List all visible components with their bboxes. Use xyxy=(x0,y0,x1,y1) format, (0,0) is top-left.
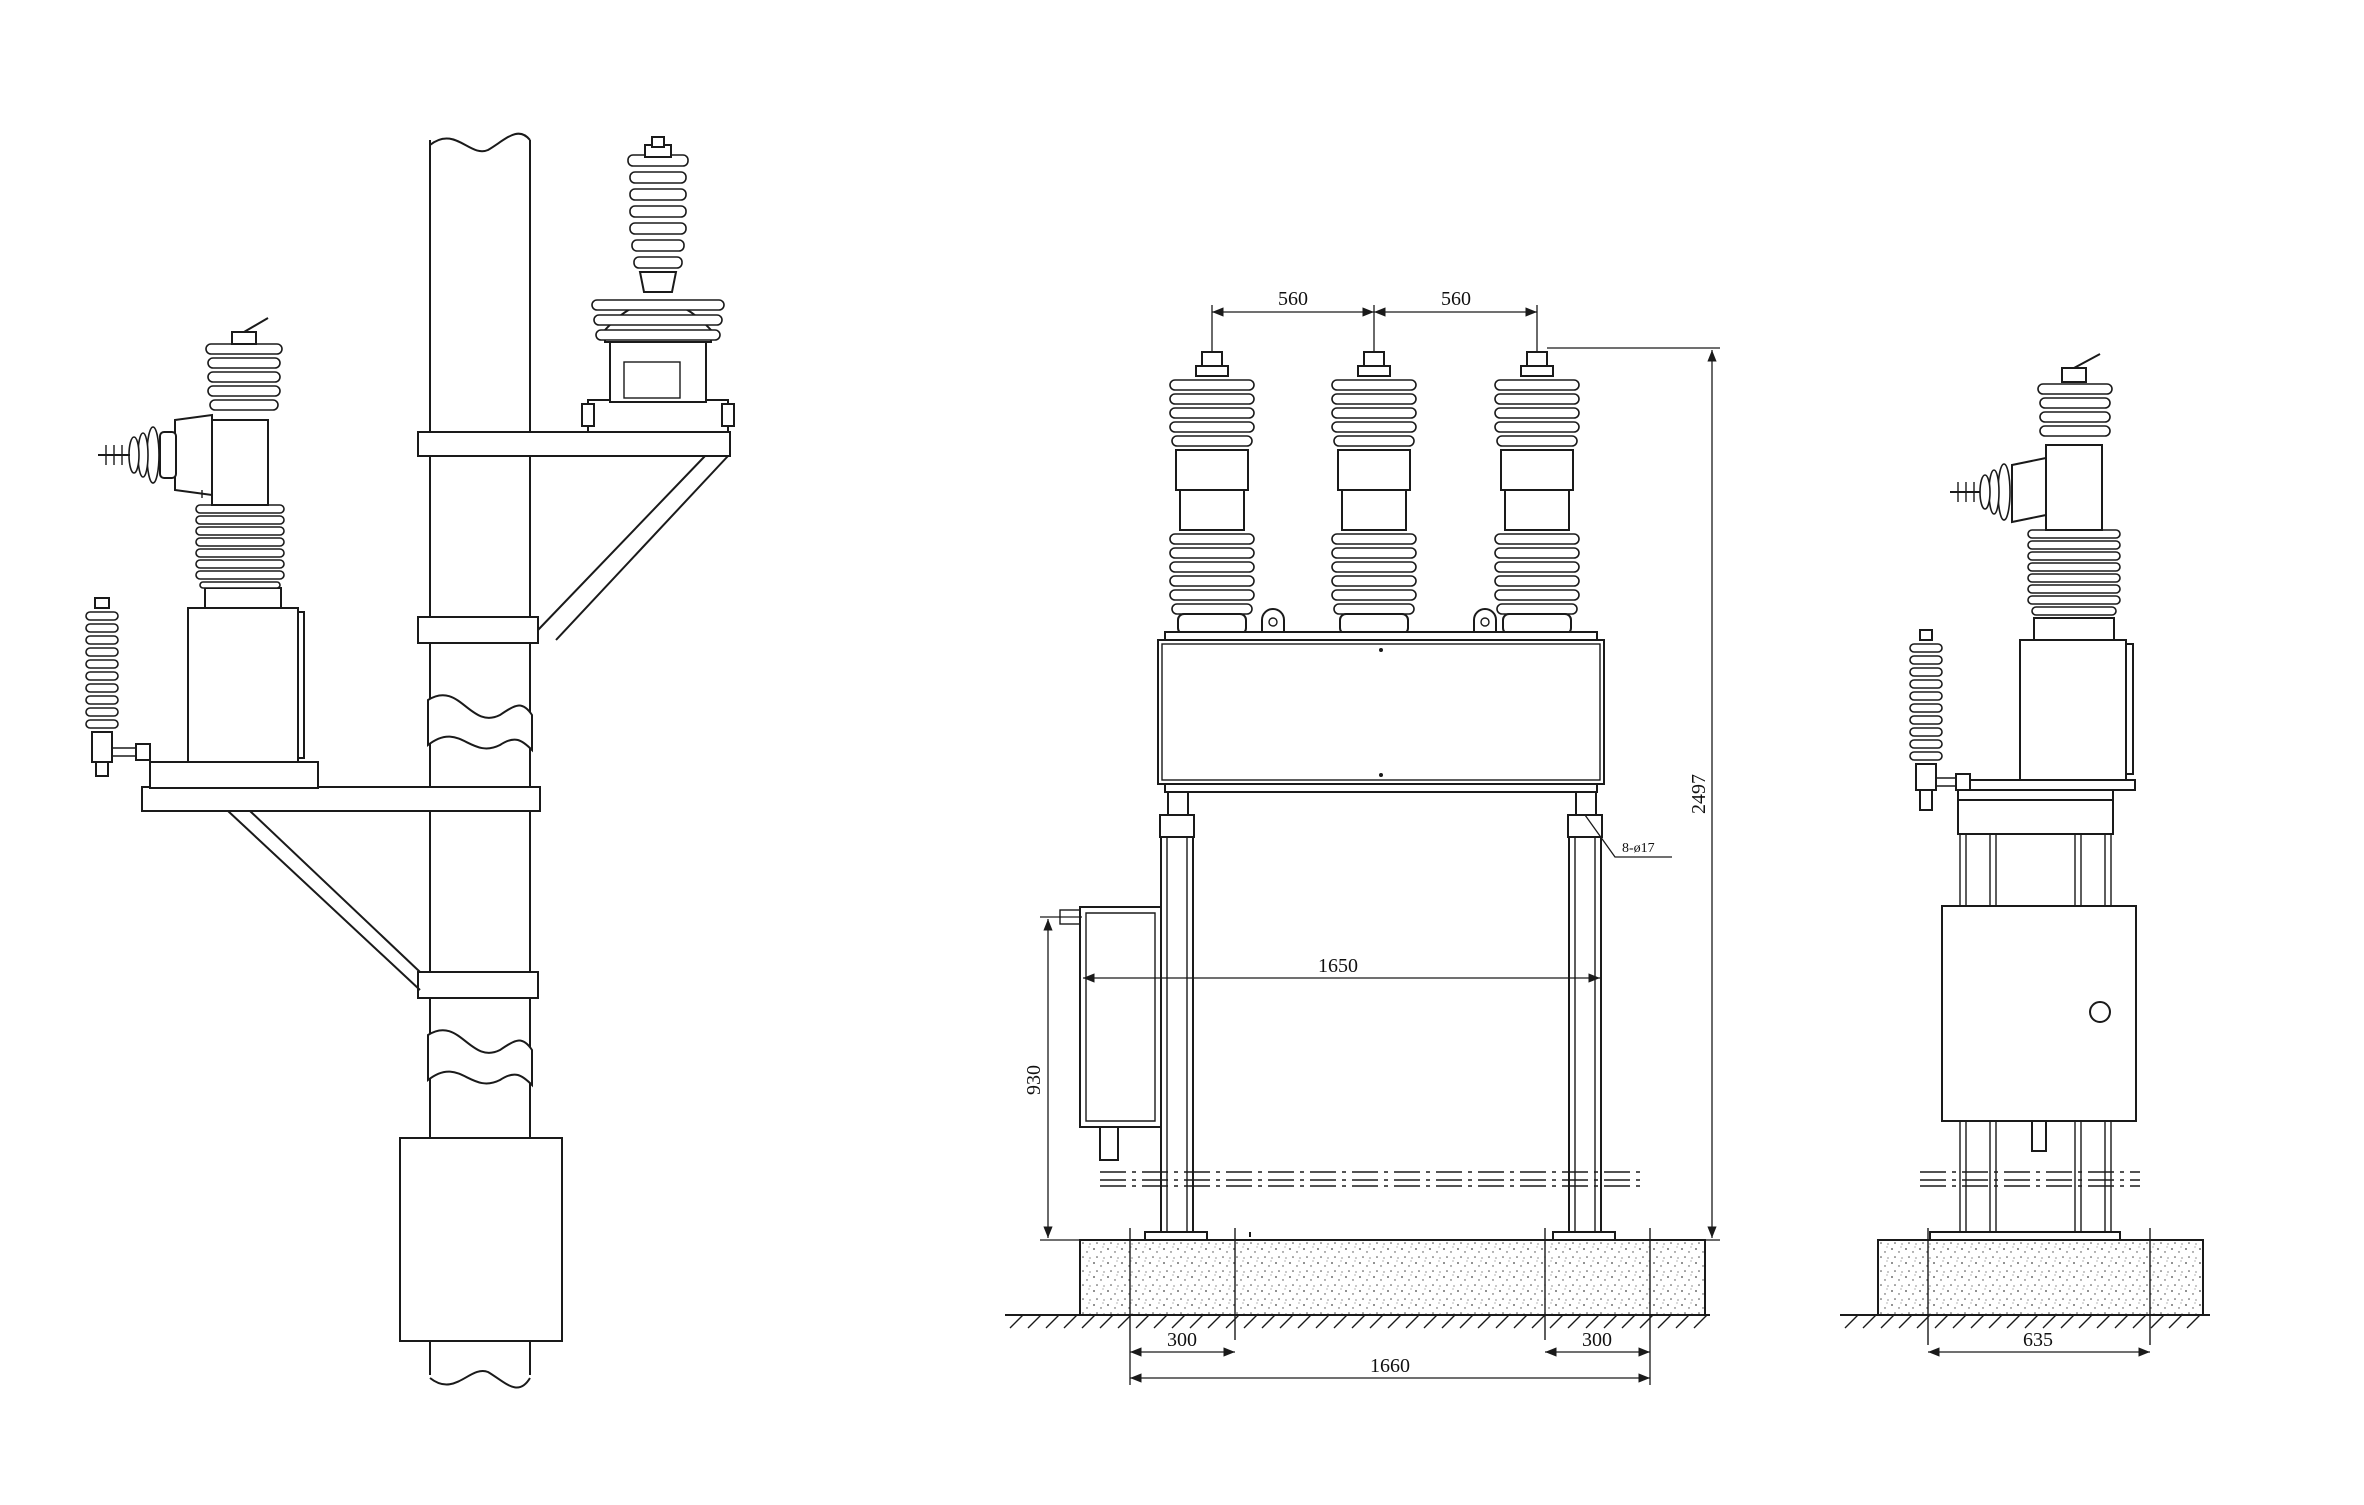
dim-label-560-left: 560 xyxy=(1278,288,1308,310)
dim-label-635: 635 xyxy=(2023,1329,2053,1351)
dim-label-300-left: 300 xyxy=(1167,1329,1197,1351)
voltage-transformer xyxy=(581,136,735,433)
phase-b-pole xyxy=(1331,351,1417,635)
phase-c-pole xyxy=(1494,351,1580,635)
dim-hole-leader xyxy=(1584,814,1672,858)
lifting-lugs xyxy=(1261,608,1497,633)
dim-feet xyxy=(1129,1340,1651,1385)
lower-bracket xyxy=(141,786,541,991)
dim-label-1660: 1660 xyxy=(1370,1355,1410,1377)
dim-phase-spacing xyxy=(1211,305,1538,352)
side-frame xyxy=(1920,789,2140,1241)
dim-label-930: 930 xyxy=(1023,1065,1045,1095)
pole-control-box xyxy=(399,1137,563,1342)
upper-insulator xyxy=(205,343,283,411)
support-frame xyxy=(1144,791,1616,1241)
pole-breaker xyxy=(98,317,319,789)
pole-clamp xyxy=(417,971,539,999)
side-foundation xyxy=(1840,1228,2210,1357)
dim-label-1650: 1650 xyxy=(1318,955,1358,977)
phase-a-pole xyxy=(1169,351,1255,635)
front-foundation xyxy=(1005,1228,1710,1340)
pole-surge-arrester xyxy=(85,597,151,777)
side-view: 635 xyxy=(1840,353,2210,1357)
front-control-box xyxy=(1059,906,1162,1161)
front-view: 560 560 2497 8-ø17 1650 930 300 3 xyxy=(1005,288,1720,1385)
pole-mount-view xyxy=(85,132,735,1389)
side-breaker xyxy=(1950,353,2136,791)
lower-insulator xyxy=(195,504,285,589)
dim-label-560-right: 560 xyxy=(1441,288,1471,310)
upper-bracket xyxy=(417,431,731,644)
mechanism-tank xyxy=(1157,631,1605,793)
side-surge-arrester xyxy=(1909,629,1971,811)
dim-label-300-right: 300 xyxy=(1582,1329,1612,1351)
dim-label-holes: 8-ø17 xyxy=(1622,841,1655,856)
dim-label-2497: 2497 xyxy=(1688,774,1710,814)
dim-overall-height xyxy=(1547,347,1720,1241)
dim-cabinet-height xyxy=(1040,916,1082,1241)
